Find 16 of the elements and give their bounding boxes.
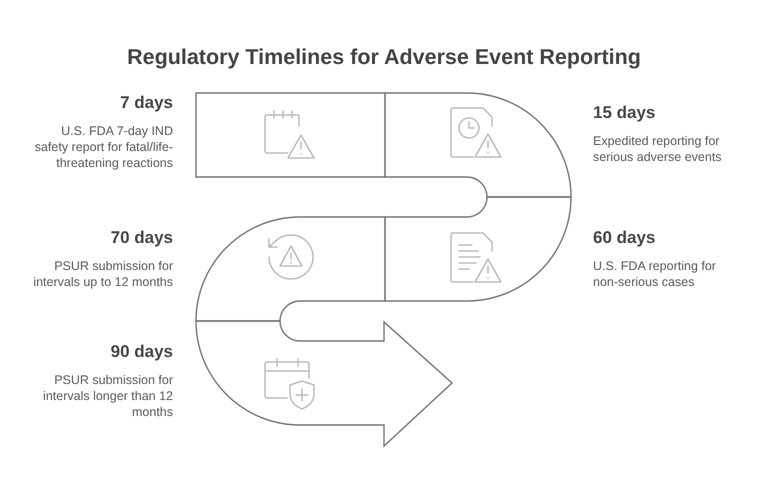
- arrow-segment: [196, 321, 452, 446]
- description-text: Expedited reporting for serious adverse events: [593, 133, 723, 165]
- duration-heading: 7 days: [120, 93, 173, 113]
- timeline-segment: [196, 217, 385, 321]
- duration-heading: 15 days: [593, 103, 656, 123]
- timeline-segment: [385, 93, 571, 197]
- description-text: PSUR submission for intervals up to 12 months: [32, 258, 173, 290]
- description-text: U.S. FDA 7-day IND safety report for fatal/life-threatening reactions: [34, 123, 173, 171]
- description-text: PSUR submission for intervals longer than 12 months: [42, 372, 173, 420]
- duration-heading: 60 days: [593, 228, 656, 248]
- diagram-title: Regulatory Timelines for Adverse Event Reporting: [127, 44, 641, 71]
- duration-heading: 70 days: [110, 228, 173, 248]
- description-text: U.S. FDA reporting for non-serious cases: [593, 258, 717, 290]
- timeline-segment: [385, 197, 571, 301]
- timeline-segment: [196, 93, 385, 177]
- duration-heading: 90 days: [110, 342, 173, 362]
